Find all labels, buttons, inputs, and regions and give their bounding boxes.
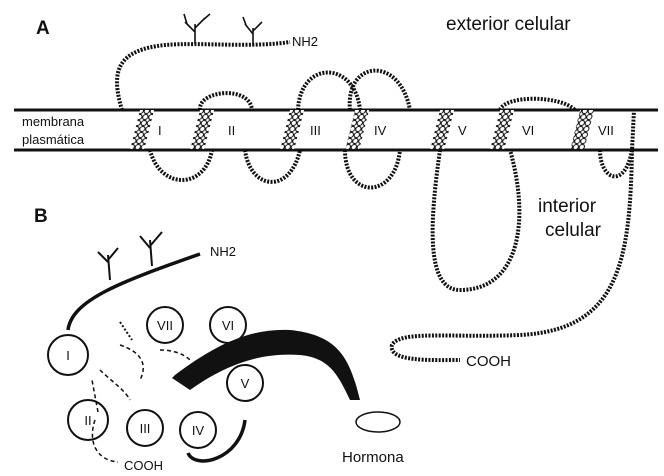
helix-a-2 [190, 110, 214, 150]
extracellular-loop-1 [200, 93, 252, 110]
helix-a-label-1: I [158, 123, 162, 138]
cooh-label-a: COOH [466, 353, 511, 370]
helix-b-label-2: II [84, 413, 91, 428]
intracellular-loop-2 [245, 150, 300, 182]
c-terminus-chain [392, 150, 632, 360]
helix-b-label-6: VI [222, 318, 234, 333]
helix-a-5 [430, 110, 454, 150]
helix-b-label-5: V [241, 376, 250, 391]
extracellular-loop-4 [500, 99, 575, 110]
interior-label-1: interior [538, 196, 597, 217]
intracellular-loop-1 [150, 150, 212, 180]
helix-a-6 [490, 110, 514, 150]
helix-a-3 [280, 110, 304, 150]
helix-a-1 [130, 110, 154, 150]
hormone-arrow [172, 330, 360, 400]
helix-b-label-4: IV [192, 423, 205, 438]
helix-a-label-4: IV [374, 123, 387, 138]
helix-b-label-7: VII [157, 318, 173, 333]
panel-b-label: B [34, 206, 48, 227]
helix-a-7 [570, 110, 594, 150]
helix-a-label-7: VII [598, 123, 614, 138]
helix-b-label-3: III [140, 421, 151, 436]
intracellular-loop-3a [345, 150, 400, 188]
exterior-label: exterior celular [446, 14, 571, 35]
nh2-label-a: NH2 [292, 34, 318, 49]
extracellular-loop-3 [350, 71, 410, 110]
short-ticks [120, 322, 132, 340]
hormone-ellipse [356, 412, 400, 432]
helix-a-label-3: III [310, 123, 321, 138]
helix-a-label-2: II [228, 123, 235, 138]
membrane-label-2: plasmática [22, 132, 85, 147]
interior-label-2: celular [545, 220, 602, 241]
helix-a-4 [345, 110, 369, 150]
hormone-label: Hormona [342, 449, 404, 466]
cooh-label-b: COOH [124, 458, 163, 473]
helix-b-label-1: I [66, 348, 70, 363]
intracellular-loop-big [433, 150, 520, 290]
membrane-label-1: membrana [22, 114, 85, 129]
helix-a-label-5: V [458, 123, 467, 138]
nh2-label-b: NH2 [210, 244, 236, 259]
helix-a-label-6: VI [522, 123, 534, 138]
loop-vii [600, 110, 634, 176]
glycan-tree-icon [184, 14, 262, 46]
panel-a-label: A [36, 18, 50, 39]
